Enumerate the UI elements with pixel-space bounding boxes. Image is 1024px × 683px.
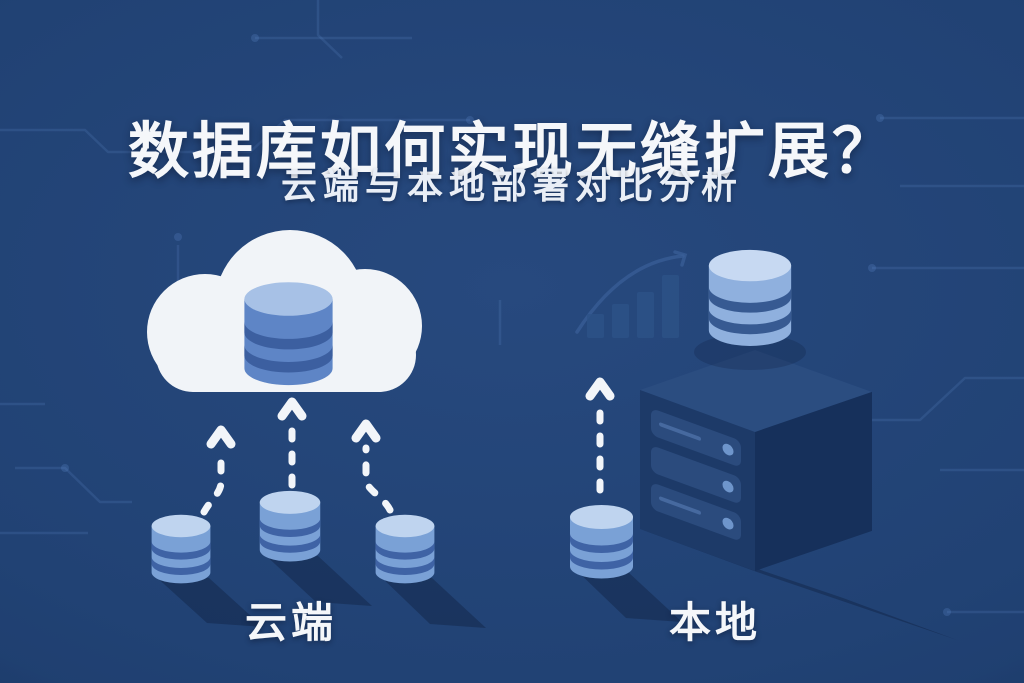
small-database-icon (259, 490, 321, 562)
local-section-label: 本地 (668, 599, 761, 646)
up-arrow-icon (200, 425, 236, 516)
circuit-pattern-icon (0, 0, 1024, 616)
local-database-icon (570, 505, 633, 579)
cloud-section-label: 云端 (244, 599, 337, 646)
page-title: 数据库如何实现无缝扩展？ (127, 116, 896, 185)
server-db-contact-shadow (694, 334, 806, 370)
small-database-icon (151, 514, 211, 584)
page-subtitle: 云端与本地部署对比分析 (280, 165, 743, 206)
growth-chart-icon (575, 250, 688, 338)
cloud-database-icon (244, 282, 333, 386)
server-database-icon (708, 249, 792, 346)
server-slot (651, 410, 741, 466)
server-slot (651, 447, 741, 503)
server-slot (651, 484, 741, 540)
small-database-icon (375, 514, 435, 584)
up-arrow-icon (351, 419, 394, 514)
server-icon (640, 350, 872, 571)
up-arrow-icon (585, 377, 615, 494)
up-arrow-icon (277, 397, 307, 489)
